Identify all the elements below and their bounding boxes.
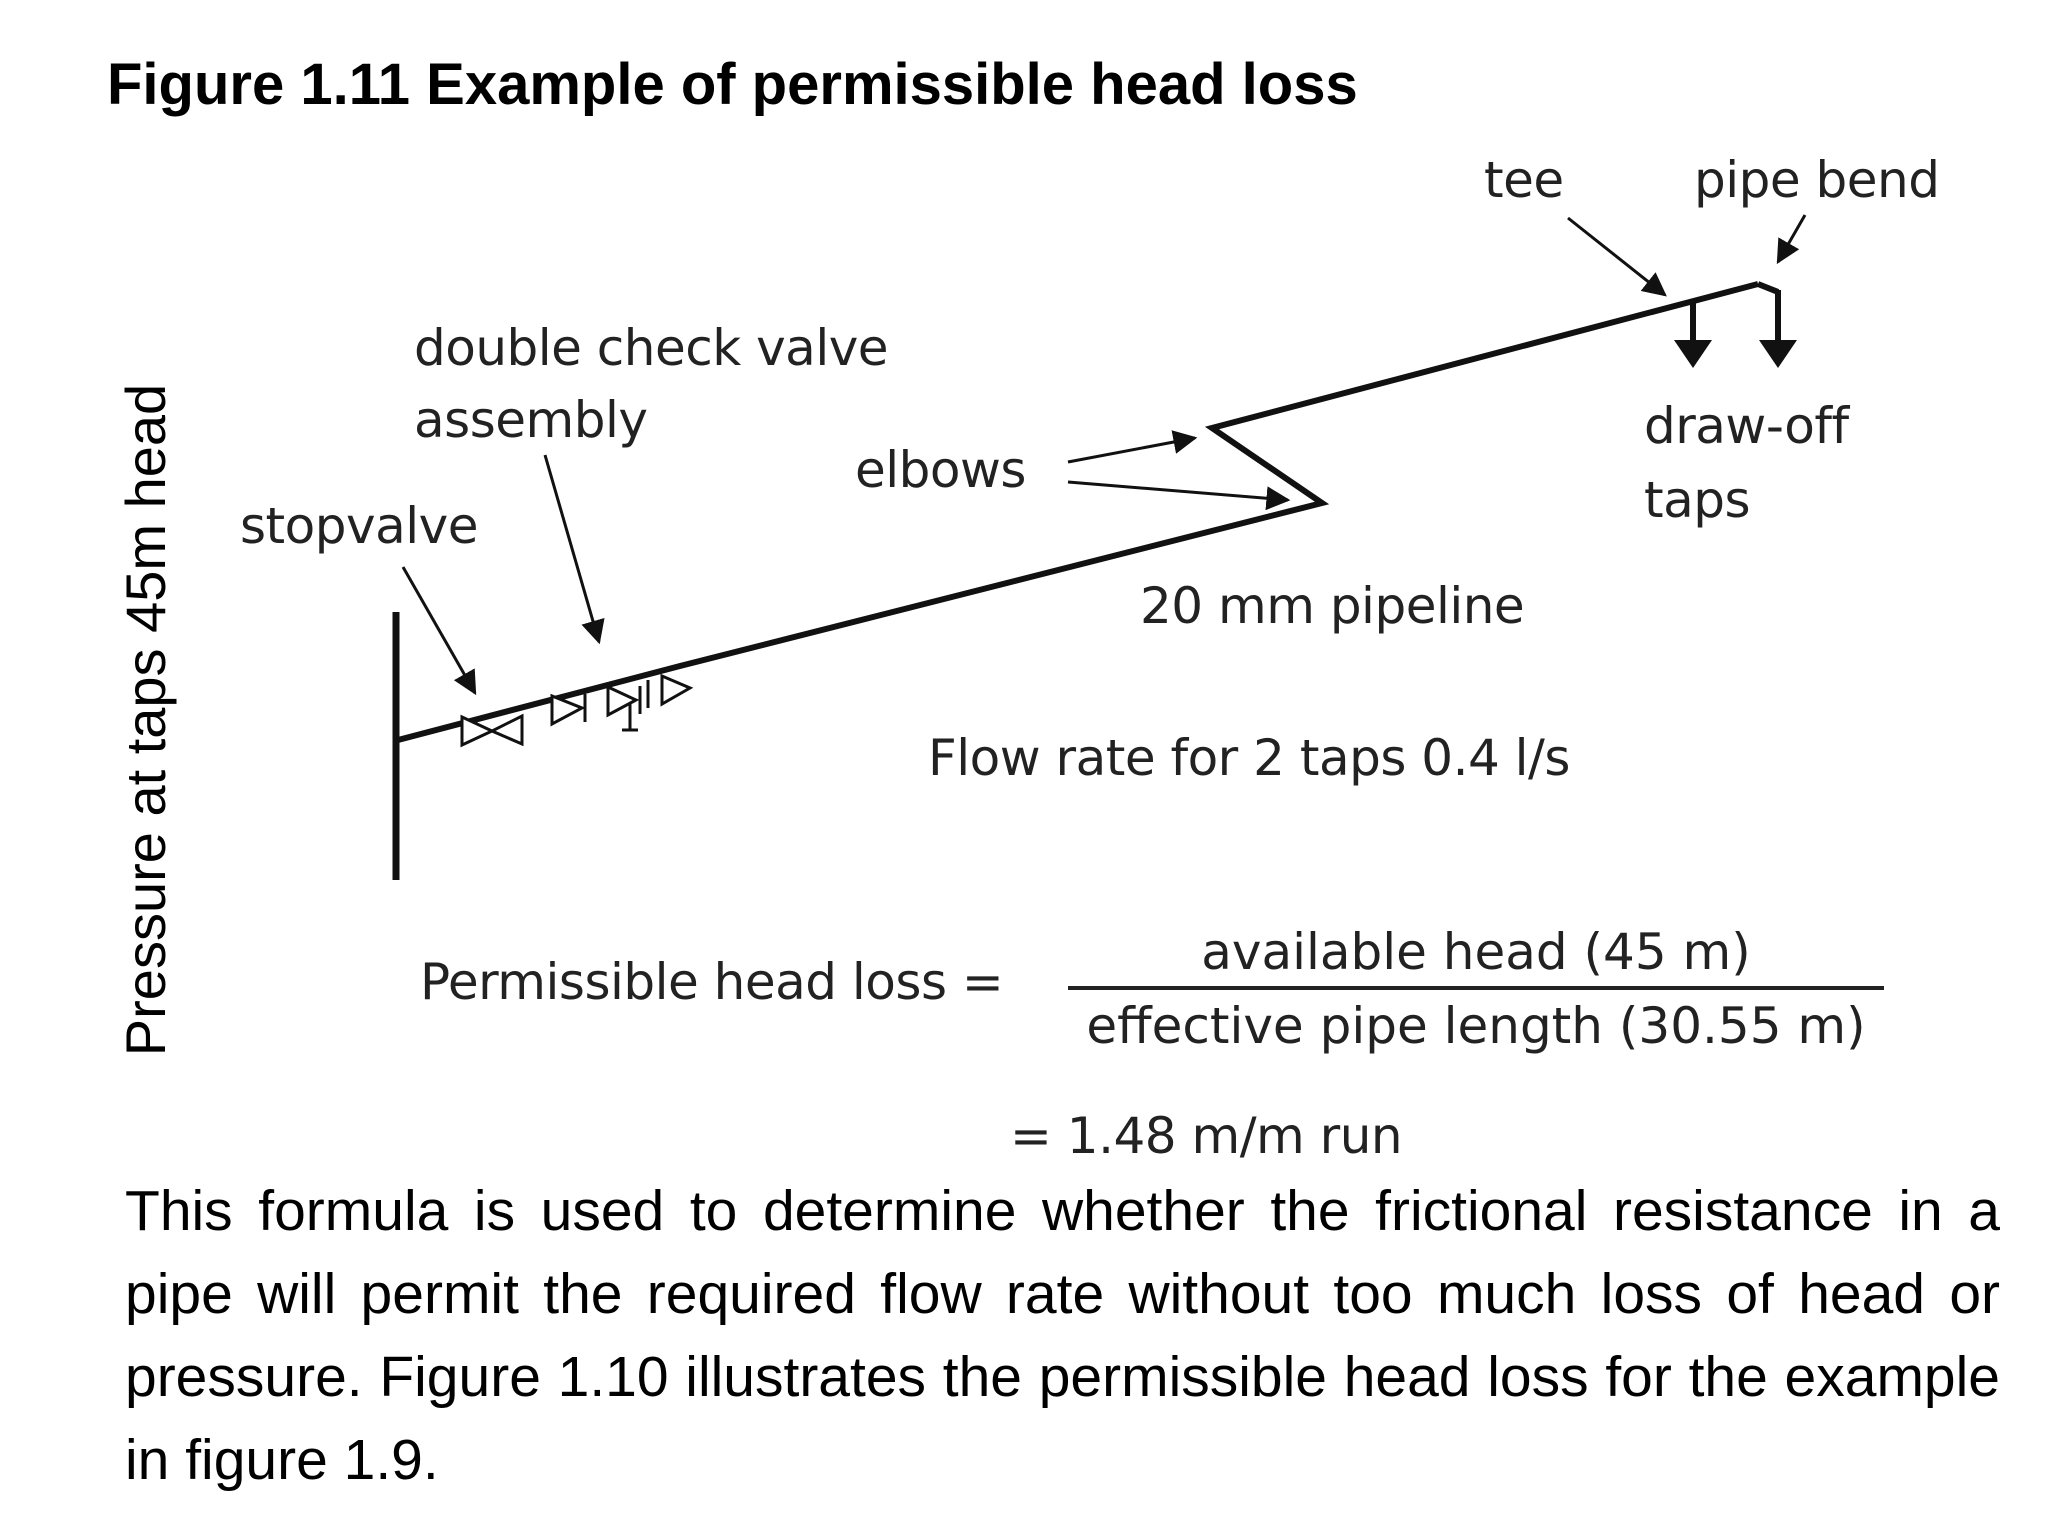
label-flow-rate: Flow rate for 2 taps 0.4 l/s xyxy=(928,729,1570,787)
label-pipeline: 20 mm pipeline xyxy=(1140,577,1525,635)
formula-result: = 1.48 m/m run xyxy=(1010,1107,1403,1165)
explanation-paragraph: This formula is used to determine whethe… xyxy=(125,1179,2000,1492)
label-tee: tee xyxy=(1484,151,1564,209)
label-draw-off-line2: taps xyxy=(1644,471,1751,529)
double-check-valve-symbol xyxy=(550,673,694,732)
pipe-bend-arrow xyxy=(1776,214,1807,265)
tee-arrow xyxy=(1567,216,1667,297)
formula-numerator: available head (45 m) xyxy=(1201,923,1751,981)
elbow-arrow-lower xyxy=(1067,480,1291,511)
label-stopvalve: stopvalve xyxy=(240,497,478,555)
stopvalve-symbol xyxy=(460,713,524,748)
pipeline xyxy=(397,281,1759,743)
formula-label: Permissible head loss = xyxy=(420,953,1004,1011)
tap-at-bend xyxy=(1756,281,1797,368)
dcv-arrow xyxy=(543,454,605,645)
figure-title: Figure 1.11 Example of permissible head … xyxy=(107,52,1358,117)
label-double-check-valve-line1: double check valve xyxy=(414,319,889,377)
formula-fraction: available head (45 m) effective pipe len… xyxy=(1068,922,1884,1056)
label-elbows: elbows xyxy=(855,441,1026,499)
fraction-bar xyxy=(1068,986,1884,990)
label-draw-off-line1: draw-off xyxy=(1644,397,1849,455)
tap-at-tee xyxy=(1674,301,1712,368)
elbow-arrow-upper xyxy=(1067,430,1198,464)
stopvalve-arrow xyxy=(401,566,477,696)
label-pipe-bend: pipe bend xyxy=(1694,151,1940,209)
formula-denominator: effective pipe length (30.55 m) xyxy=(1086,997,1866,1055)
label-double-check-valve-line2: assembly xyxy=(414,391,648,449)
